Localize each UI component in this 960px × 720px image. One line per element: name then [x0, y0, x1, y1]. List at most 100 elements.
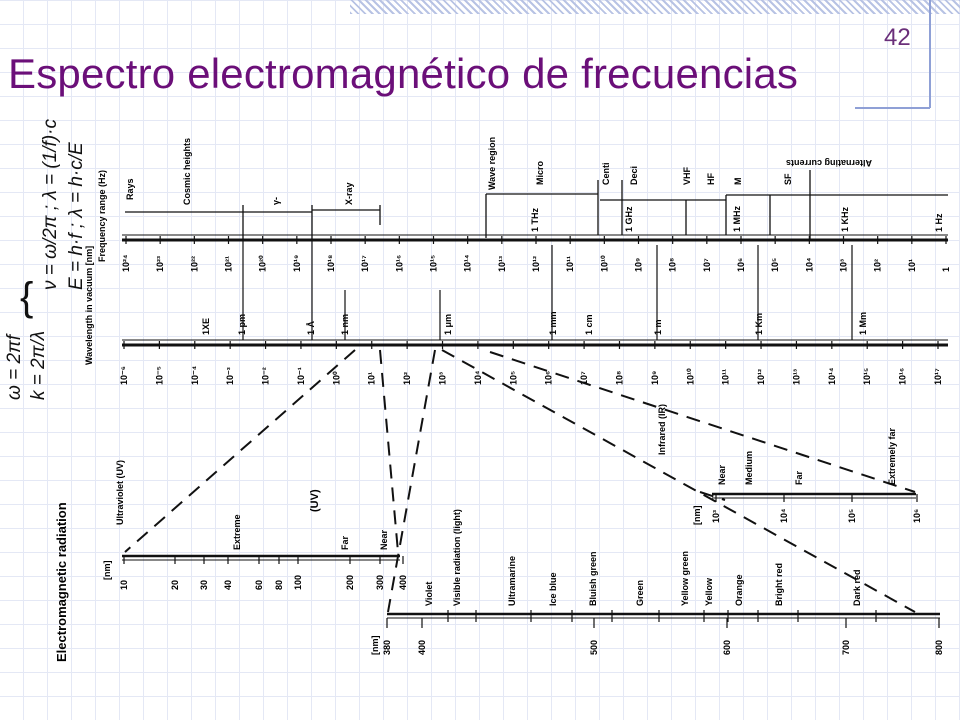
uv-tick-label: 400 — [398, 575, 408, 590]
band-sf: SF — [783, 173, 793, 185]
ir-tick-label: 10⁴ — [779, 509, 789, 523]
wavelength-tick-label: 10¹⁰ — [685, 368, 695, 385]
frequency-tick-label: 10²⁰ — [258, 255, 268, 272]
wavelength-tick-label: 10⁻⁴ — [190, 366, 200, 385]
handwritten-notes: ν = ω/2π ; λ = (1/f)·c E = h·f ; λ = h·c… — [4, 119, 87, 400]
uv-tick-label: 200 — [345, 575, 355, 590]
visible-band: Yellow — [704, 577, 714, 606]
handwritten-line1: ν = ω/2π ; λ = (1/f)·c — [40, 119, 61, 290]
frequency-tick-label: 10⁴ — [804, 258, 814, 272]
frequency-tick-label: 10¹ — [907, 259, 917, 272]
uv-tick-label: 20 — [170, 580, 180, 590]
band-cosmic: Cosmic heights — [182, 138, 192, 205]
wavelength-axis-label: Wavelength in vacuum [nm] — [84, 246, 94, 365]
wavelength-mark: 1 mm — [548, 311, 558, 335]
band-xray: X-ray — [344, 182, 354, 205]
wavelength-tick-label: 10⁶ — [544, 371, 554, 385]
ir-unit: [nm] — [692, 506, 702, 526]
uv-tick-label: 10 — [119, 580, 129, 590]
band-wave-region: Wave region — [487, 137, 497, 190]
wavelength-tick-label: 10⁻⁵ — [154, 366, 164, 385]
visible-band: Yellow green — [680, 551, 690, 606]
uv-tick-label: 40 — [223, 580, 233, 590]
ir-tick-label: 10⁶ — [912, 509, 922, 523]
frequency-tick-label: 10¹⁴ — [463, 255, 473, 272]
frequency-mark: 1 KHz — [840, 206, 850, 232]
band-ranges — [125, 170, 948, 240]
wavelength-tick-label: 10¹¹ — [721, 369, 731, 385]
wavelength-mark: 1XE — [201, 318, 211, 335]
ir-far: Far — [794, 470, 804, 485]
frequency-mark: 1 THz — [530, 207, 540, 232]
band-ac: Alternating currents — [786, 158, 872, 168]
wavelength-mark: 1 μm — [443, 314, 453, 335]
wavelength-tick-label: 10⁵ — [508, 371, 518, 385]
frequency-mark: 1 GHz — [624, 206, 634, 232]
wavelength-tick-label: 10⁹ — [650, 371, 660, 385]
wavelength-mark: 1 Mm — [858, 312, 868, 335]
frequency-tick-label: 10²¹ — [224, 256, 234, 272]
uv-tick-label: 80 — [274, 580, 284, 590]
frequency-tick-label: 10⁸ — [668, 258, 678, 272]
wavelength-tick-label: 10⁻¹ — [296, 367, 306, 385]
wavelength-tick-label: 10⁻³ — [225, 367, 235, 385]
wavelength-tick-label: 10⁻⁶ — [119, 366, 129, 385]
axis-connectors — [242, 240, 853, 340]
decor-vertical-line — [929, 0, 931, 108]
visible-band: Ultramarine — [507, 556, 517, 606]
frequency-tick-label: 10⁹ — [634, 258, 644, 272]
wavelength-tick-label: 10³ — [438, 372, 448, 385]
uv-tick-label: 300 — [375, 575, 385, 590]
frequency-tick-label: 10²³ — [155, 256, 165, 272]
frequency-tick-label: 10³ — [839, 259, 849, 272]
frequency-tick-label: 10¹⁸ — [326, 255, 336, 272]
visible-tick-label: 380 — [382, 640, 392, 655]
frequency-tick-label: 10¹⁰ — [599, 255, 609, 272]
band-gamma: γ- — [271, 197, 281, 205]
wavelength-axis: Wavelength in vacuum [nm] 10⁻⁶ 10⁻⁵ 10⁻⁴ 10… — [84, 246, 948, 385]
frequency-tick-label: 10¹⁷ — [360, 255, 370, 272]
wavelength-mark: 1 cm — [584, 314, 594, 335]
frequency-mark: 1 MHz — [732, 205, 742, 232]
frequency-tick-label: 10¹⁹ — [292, 255, 302, 272]
visible-band: Green — [635, 580, 645, 606]
visible-unit: [nm] — [370, 636, 380, 656]
uv-extreme: Extreme — [232, 514, 242, 550]
zoom-lines — [124, 349, 916, 613]
wavelength-tick-label: 10⁰ — [331, 371, 341, 385]
wavelength-tick-label: 10¹² — [756, 369, 766, 385]
handwritten-brace: { — [20, 275, 33, 319]
visible-band: Violet — [424, 582, 434, 606]
ir-near: Near — [717, 464, 727, 485]
visible-band: Visible radiation (light) — [452, 509, 462, 606]
frequency-tick-label: 10¹³ — [497, 256, 507, 272]
frequency-tick-label: 10⁶ — [736, 258, 746, 272]
frequency-mark: 1 Hz — [934, 213, 944, 232]
frequency-tick-label: 10² — [873, 259, 883, 272]
visible-band: Dark red — [852, 569, 862, 606]
visible-tick-label: 500 — [589, 640, 599, 655]
wavelength-tick-label: 10⁷ — [579, 371, 589, 385]
wavelength-mark: 1 pm — [237, 314, 247, 335]
slide-title: Espectro electromagnético de frecuencias — [8, 50, 799, 97]
wavelength-mark: 1 m — [653, 319, 663, 335]
frequency-tick-label: 10¹⁵ — [429, 255, 439, 272]
wavelength-tick-label: 10⁴ — [473, 371, 483, 385]
side-label: Electromagnetic radiation — [54, 502, 69, 662]
handwritten-line4: k = 2π/λ — [28, 331, 49, 400]
frequency-tick-label: 1 — [941, 267, 951, 272]
visible-band: Orange — [734, 574, 744, 606]
page-number: 42 — [884, 24, 911, 51]
visible-tick-label: 800 — [934, 640, 944, 655]
frequency-tick-label: 10¹⁶ — [394, 255, 404, 272]
band-labels: Rays Cosmic heights γ- X-ray Wave region… — [125, 137, 872, 205]
uv-short: (UV) — [309, 489, 321, 512]
wavelength-tick-label: 10¹ — [367, 372, 377, 385]
wavelength-tick-label: 10¹⁴ — [827, 368, 837, 385]
ir-title: Infrared (IR) — [657, 404, 667, 455]
visible-tick-label: 700 — [841, 640, 851, 655]
band-centi: Centi — [601, 163, 611, 186]
ir-tick-label: 10⁵ — [847, 509, 857, 523]
wavelength-tick-label: 10² — [402, 372, 412, 385]
